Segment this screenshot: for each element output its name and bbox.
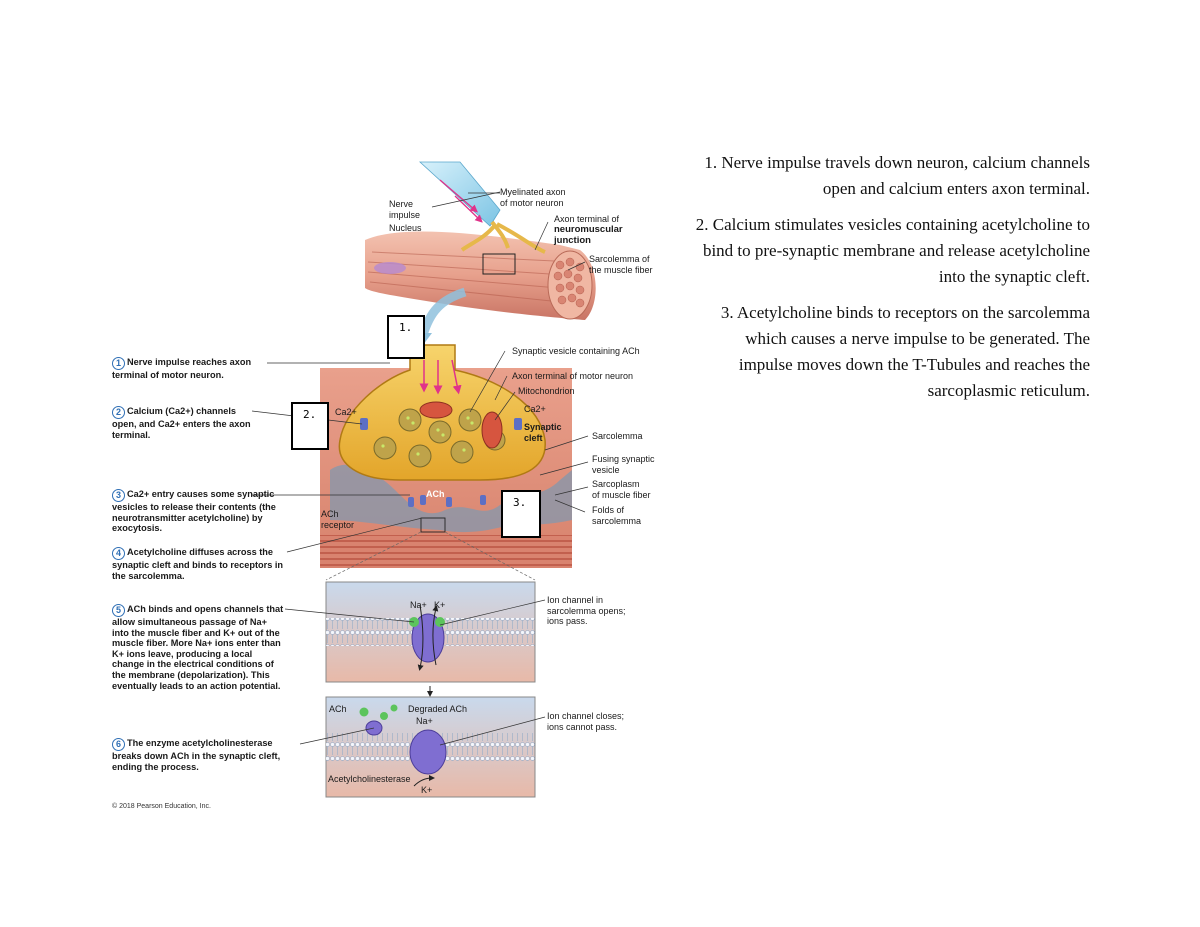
note-2: 2. Calcium stimulates vesicles containin… [695,215,1090,286]
step-text: The enzyme acetylcholinesterase breaks d… [112,738,281,772]
marker-3: 3. [501,490,541,538]
marker-1: 1. [387,315,425,359]
acetylcholinesterase-label: Acetylcholinesterase [328,774,411,784]
k-bottom-label: K+ [421,785,433,795]
step-text: Nerve impulse reaches axon terminal of m… [112,357,252,380]
zoom-arrow [418,287,467,337]
step-text: ACh binds and opens channels that allow … [112,604,284,691]
step-number: 1 [112,357,125,370]
ion-channel-open-panel [325,581,536,683]
muscle-fiber-illustration [365,231,596,320]
myelinated-axon-label: Myelinated axon of motor neuron [500,187,566,208]
marker-2: 2. [291,402,329,450]
neuromuscular-junction-label: neuromuscular junction [554,224,623,246]
na-top-label: Na+ [410,600,427,610]
na-bottom-label: Na+ [416,716,433,726]
note-3: 3. Acetylcholine binds to receptors on t… [720,303,1090,400]
step-text: Acetylcholine diffuses across the synapt… [112,547,284,581]
axon-terminal-motor-label: Axon terminal of motor neuron [512,371,634,381]
step-text: Ca2+ entry causes some synaptic vesicles… [112,489,276,534]
ach-label: ACh [426,489,445,499]
fusing-vesicle-label: Fusing synaptic vesicle [592,454,655,475]
nucleus-label: Nucleus [389,223,422,233]
ach-bottom-label: ACh [329,704,347,714]
sarcolemma-fiber-label: Sarcolemma of the muscle fiber [589,254,653,275]
nerve-impulse-label: Nerve impulse [389,199,421,220]
ion-channel-closed-label: Ion channel closes; ions cannot pass. [547,711,625,732]
step-number: 5 [112,604,125,617]
leader-lines [251,191,589,746]
ion-channel-open-label: Ion channel in sarcolemma opens; ions pa… [547,595,626,626]
ion-channel-closed-panel [325,696,536,798]
synaptic-vesicle-label: Synaptic vesicle containing ACh [512,346,640,356]
k-top-label: K+ [434,600,446,610]
notes-panel: 1. Nerve impulse travels down neuron, ca… [690,150,1090,414]
step-number: 3 [112,489,125,502]
step-number: 4 [112,547,125,560]
folds-label: Folds of sarcolemma [592,505,642,526]
note-1: 1. Nerve impulse travels down neuron, ca… [704,153,1090,198]
copyright: © 2018 Pearson Education, Inc. [112,803,211,810]
degraded-ach-label: Degraded ACh [408,704,468,714]
step-number: 6 [112,738,125,751]
motor-neuron-axon-illustration [418,161,546,254]
axon-terminal-nmj-label: Axon terminal of [554,214,620,224]
ca-left-label: Ca2+ [335,407,357,417]
step-number: 2 [112,406,125,419]
synaptic-cleft-label: Synaptic cleft [524,422,562,443]
ach-receptor-label: ACh receptor [321,509,355,530]
sarcoplasm-label: Sarcoplasm of muscle fiber [592,479,651,500]
mitochondrion-label: Mitochondrion [518,386,575,396]
sarcolemma-label: Sarcolemma [592,431,643,441]
ca-right-label: Ca2+ [524,404,546,414]
step-text: Calcium (Ca2+) channels open, and Ca2+ e… [112,406,251,440]
